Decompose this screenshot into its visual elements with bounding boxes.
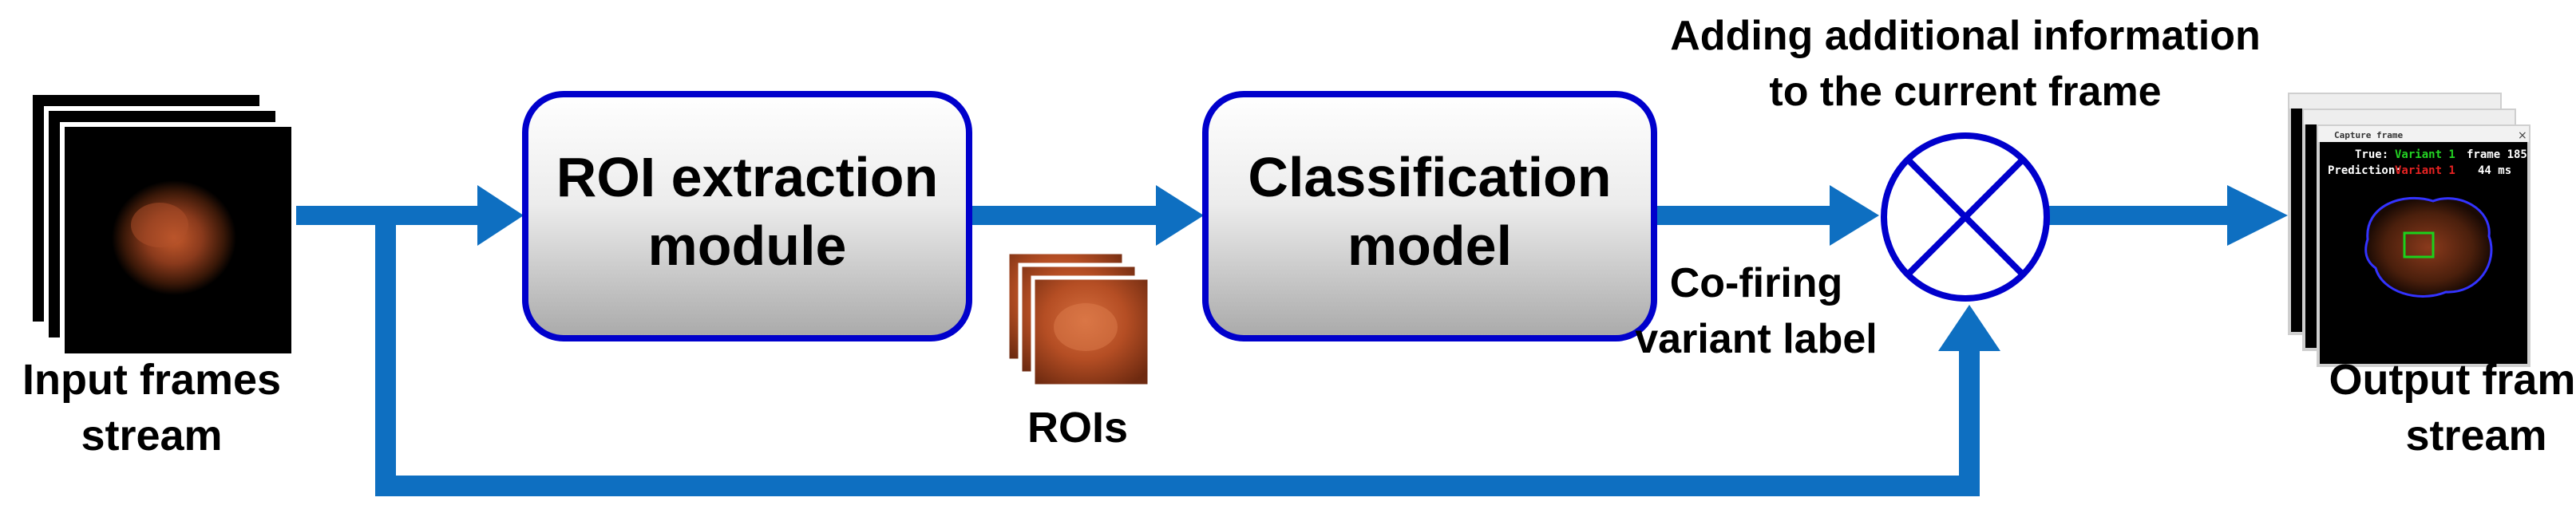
output-window-middle-titlebar (2304, 110, 2515, 124)
roi-module-line2: module (648, 215, 847, 277)
window-row1-key: True: (2355, 148, 2388, 161)
classification-model: Classification model (1202, 91, 1657, 341)
output-window-title: Capture frame (2334, 130, 2403, 140)
arrowhead-adder (1830, 185, 1879, 246)
arrow-adder-to-output (2047, 206, 2235, 225)
adder-caption-line2: to the current frame (1769, 69, 2161, 115)
input-label-line2: stream (81, 412, 222, 460)
adder-cross-b (1905, 157, 2025, 277)
output-window-back-titlebar (2289, 94, 2500, 109)
classifier-line1: Classification (1248, 146, 1611, 208)
input-label-line1: Input frames (22, 356, 281, 404)
classifier-box (1202, 91, 1657, 341)
roi-module-box (522, 91, 972, 341)
adder-node (1881, 132, 2050, 302)
close-icon: × (2518, 129, 2527, 142)
output-window-titlebar (2318, 126, 2529, 142)
input-frames-stack (28, 90, 296, 358)
roi-thumb-front (1031, 275, 1152, 389)
edge-label-line1: Co-firing (1670, 260, 1843, 306)
arrowhead-output (2227, 185, 2288, 246)
edge-label-line2: variant label (1635, 316, 1877, 362)
flow-arrows (289, 185, 2288, 496)
output-label-line2: stream (2405, 412, 2546, 460)
arrow-roi-to-classifier (971, 206, 1164, 225)
output-roi-box (2403, 231, 2435, 259)
output-cell-contour (2364, 196, 2493, 298)
window-row1-value: Variant 1 (2395, 148, 2455, 161)
output-frames-stack: Capture frame × True: Variant 1 frame 18… (2288, 93, 2530, 367)
arrowhead-classifier (1156, 185, 1204, 246)
arrow-classifier-to-adder (1656, 206, 1841, 225)
arrowhead-roi (477, 185, 524, 246)
window-row2-key: Prediction: (2328, 164, 2402, 177)
window-row1-extra: frame 185 (2467, 148, 2527, 161)
roi-extraction-module: ROI extraction module (522, 91, 972, 341)
arrowhead-bypass (1938, 305, 2000, 351)
adder-caption-line1: Adding additional information (1670, 13, 2260, 59)
input-cell-highlight (131, 203, 188, 247)
rois-label: ROIs (1027, 404, 1128, 452)
classifier-line2: model (1347, 215, 1512, 277)
bypass-bottom (375, 476, 1980, 496)
window-row2-value: Variant 1 (2395, 164, 2455, 177)
roi-thumb-highlight (1054, 303, 1118, 351)
bypass-up (1959, 345, 1980, 496)
bypass-down (375, 215, 396, 493)
roi-module-line1: ROI extraction (556, 146, 938, 208)
output-label-line1: Output frames (2329, 356, 2576, 404)
window-row2-extra: 44 ms (2478, 164, 2511, 177)
roi-thumbnails (1005, 250, 1152, 389)
